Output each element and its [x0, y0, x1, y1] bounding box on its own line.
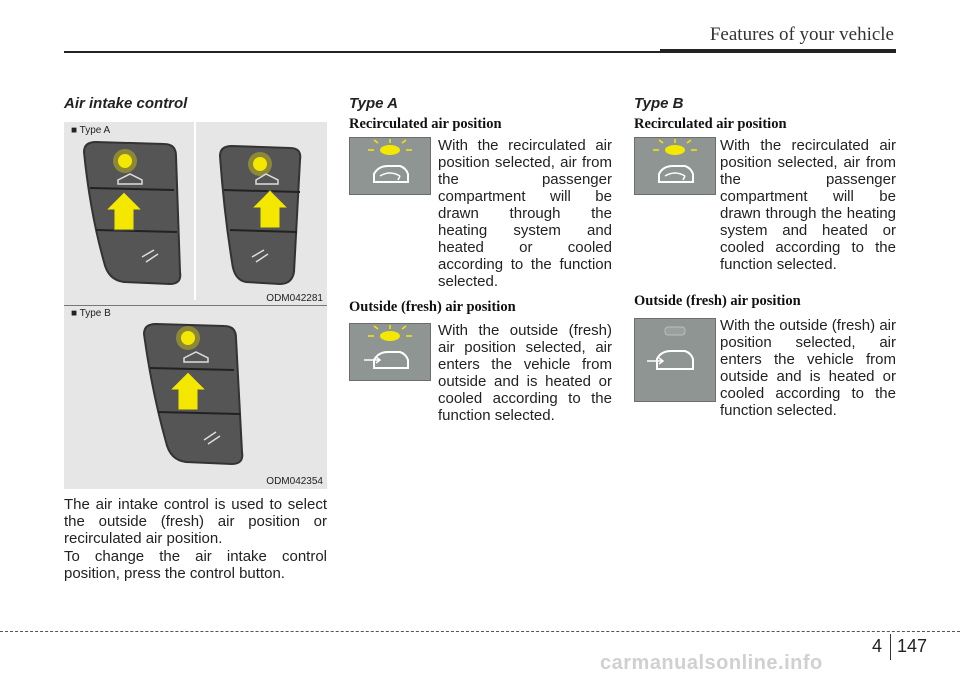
page-separator — [890, 634, 891, 660]
figure-code-type-a: ODM042281 — [266, 293, 323, 304]
type-a-outside-heading: Outside (fresh) air position — [349, 299, 516, 315]
figure-code-type-b: ODM042354 — [266, 476, 323, 487]
outside-air-icon — [349, 323, 431, 381]
switch-panel-right — [218, 144, 302, 286]
header-rule — [64, 51, 896, 53]
type-a-outside-text: With the outside (fresh) air position se… — [438, 322, 612, 424]
figure-divider — [64, 305, 327, 306]
type-b-recirc-heading: Recirculated air position — [634, 116, 787, 132]
chapter-number: 4 — [872, 636, 883, 656]
type-b-outside-heading: Outside (fresh) air position — [634, 293, 801, 309]
type-b-recirc-text: With the recirculated air position selec… — [720, 137, 896, 273]
type-b-switch-illustration — [142, 322, 244, 466]
recirculated-air-icon — [349, 137, 431, 195]
section-title: Air intake control — [64, 95, 188, 112]
type-b-outside-text: With the outside (fresh) air position se… — [720, 317, 896, 419]
figure-label-type-b: ■ Type B — [71, 308, 111, 319]
outside-air-icon — [634, 318, 716, 402]
watermark: carmanualsonline.info — [600, 652, 823, 674]
intro-paragraph: The air intake control is used to select… — [64, 496, 327, 547]
switch-panel-left — [82, 140, 182, 286]
instruction-paragraph: To change the air intake control positio… — [64, 548, 327, 582]
type-a-title: Type A — [349, 95, 398, 112]
type-a-switch-illustration — [82, 122, 302, 300]
page-number: 147 — [897, 636, 928, 656]
footer-rule — [0, 631, 960, 632]
type-b-title: Type B — [634, 95, 684, 112]
recirculated-air-icon — [634, 137, 716, 195]
figure-panel: ■ Type A ODM042281 ■ Type B — [64, 122, 327, 489]
type-a-recirc-text: With the recirculated air position selec… — [438, 137, 612, 290]
figure-label-type-a: ■ Type A — [71, 125, 111, 136]
type-a-recirc-heading: Recirculated air position — [349, 116, 502, 132]
header-rule-accent — [660, 49, 896, 53]
page-header-title: Features of your vehicle — [709, 24, 894, 45]
